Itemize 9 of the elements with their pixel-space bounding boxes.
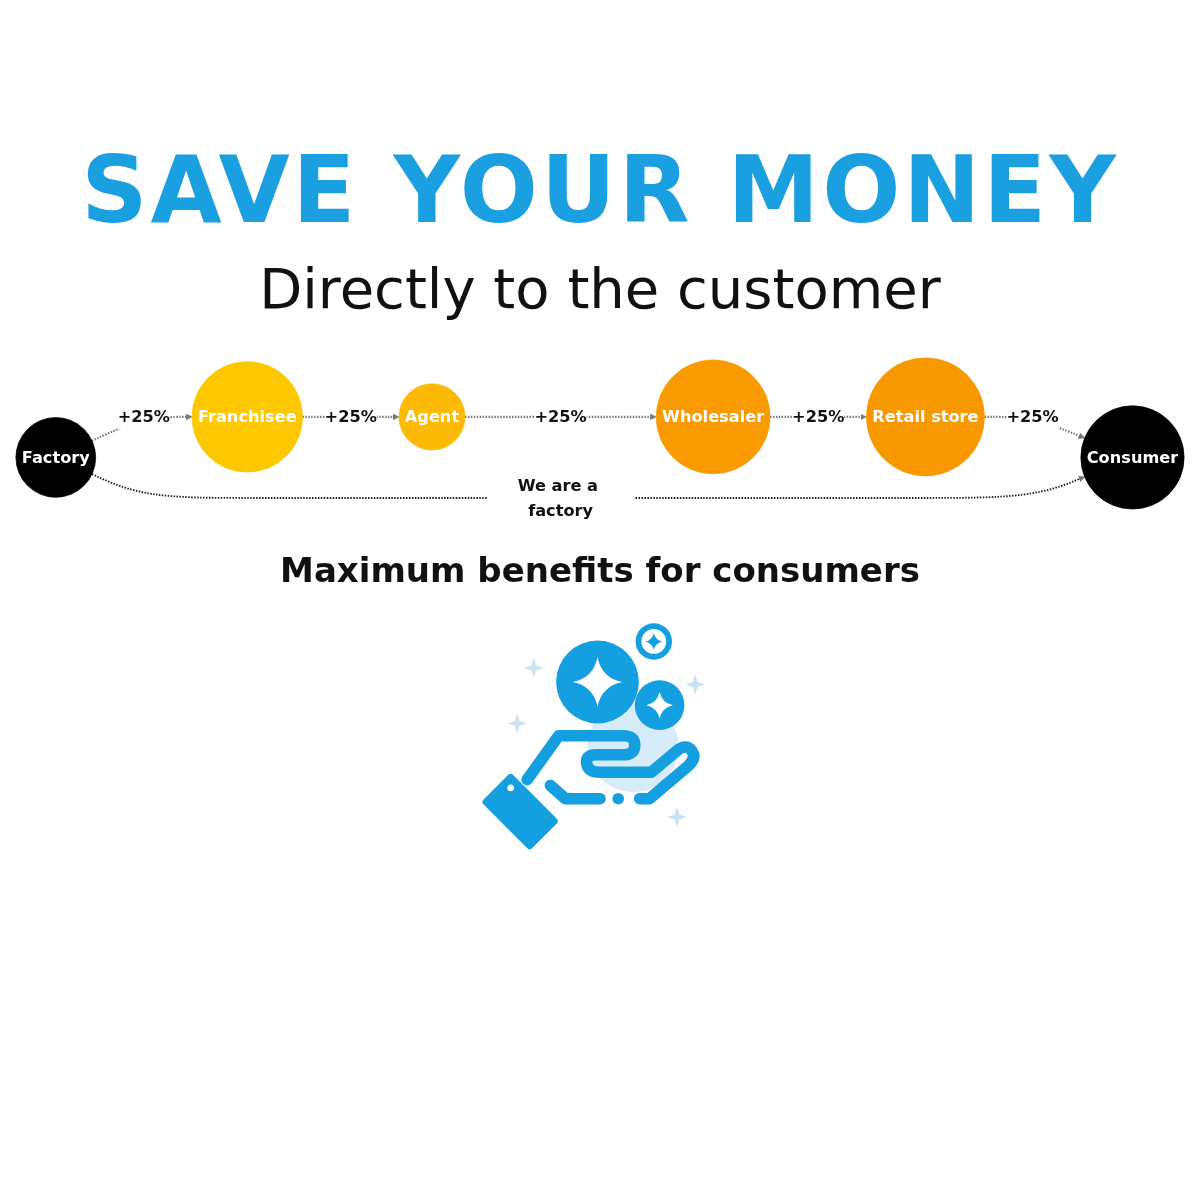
circle-node: Agent bbox=[398, 383, 466, 451]
circle-node: Wholesaler bbox=[655, 360, 771, 475]
subtitle: Directly to the customer bbox=[259, 255, 941, 323]
tagline: Maximum benefits for consumers bbox=[280, 550, 920, 591]
circle-node: Franchisee bbox=[191, 361, 303, 473]
circle-node: Consumer bbox=[1080, 405, 1185, 510]
title: SAVE YOUR MONEY bbox=[81, 140, 1119, 242]
circle-node: Factory bbox=[15, 417, 97, 499]
circle-node: Retail store bbox=[866, 357, 985, 477]
